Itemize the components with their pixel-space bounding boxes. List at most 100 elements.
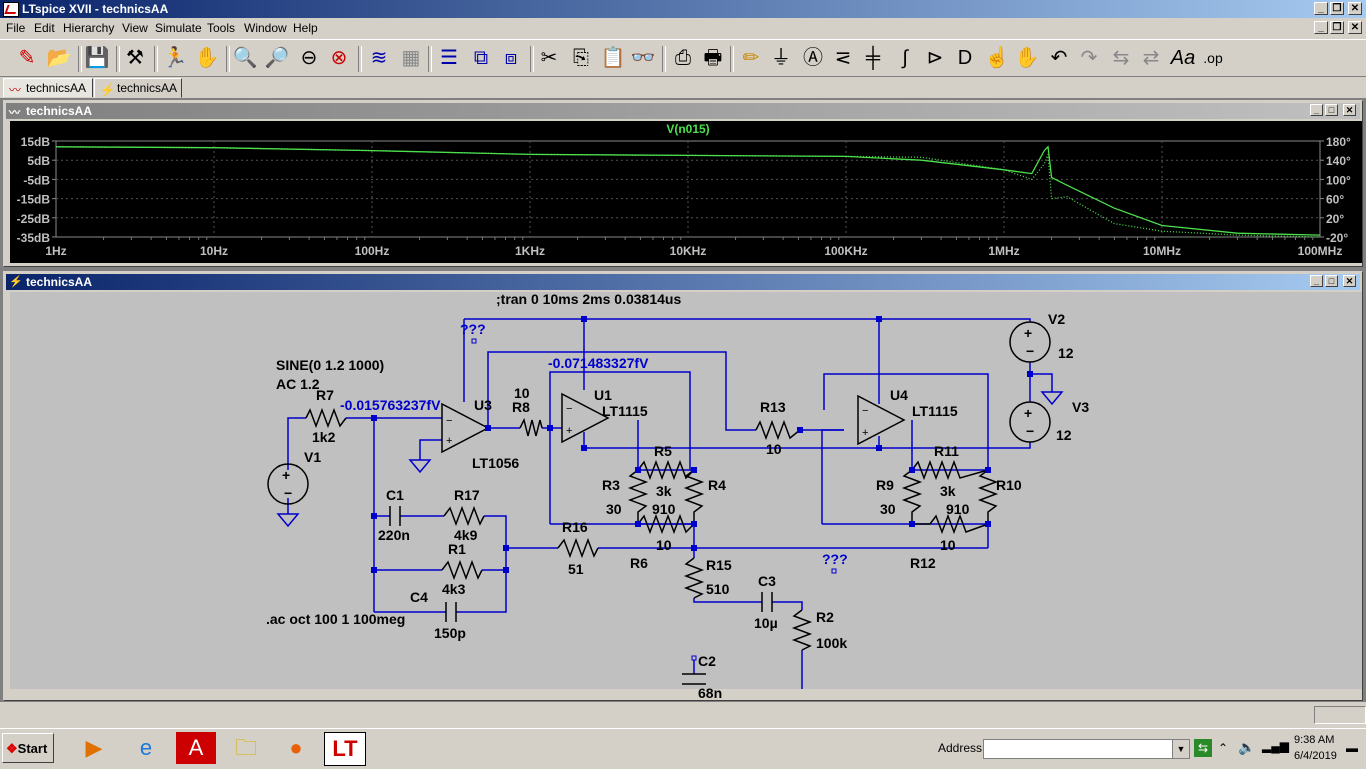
resistor-r16[interactable] — [557, 537, 599, 559]
media-player-icon[interactable]: ▶ — [85, 735, 103, 760]
v2-value[interactable]: 12 — [1058, 345, 1074, 361]
plot-minimize-button[interactable]: _ — [1310, 104, 1323, 116]
u4-value[interactable]: LT1115 — [912, 403, 958, 419]
u1-label[interactable]: U1 — [594, 387, 612, 403]
resistor-r2[interactable] — [791, 609, 813, 651]
opamp-u4[interactable] — [857, 394, 906, 446]
menu-window[interactable]: Window — [244, 21, 287, 35]
wire[interactable] — [419, 439, 442, 460]
resistor-r6[interactable] — [637, 513, 695, 535]
menu-help[interactable]: Help — [293, 21, 318, 35]
inductor-icon[interactable]: ∫ — [902, 47, 908, 69]
schematic-window-titlebar[interactable]: ⚡ technicsAA _ □ ✕ — [6, 274, 1360, 290]
r4-label[interactable]: R4 — [708, 477, 726, 493]
wire[interactable] — [772, 601, 803, 610]
u3-value[interactable]: LT1056 — [472, 455, 519, 471]
plot-maximize-button[interactable]: □ — [1325, 104, 1338, 116]
schematic-window[interactable]: ⚡ technicsAA _ □ ✕ — [3, 271, 1363, 701]
c2-value[interactable]: 68n — [698, 685, 722, 701]
r2-label[interactable]: R2 — [816, 609, 834, 625]
mdi-close-button[interactable]: ✕ — [1348, 21, 1362, 34]
schematic-canvas[interactable]: −+ −+ −+ +− +− +− — [10, 291, 1362, 701]
wire[interactable] — [1030, 373, 1053, 392]
voltage-source-v1[interactable] — [267, 463, 309, 505]
schematic-minimize-button[interactable]: _ — [1310, 275, 1323, 287]
zoom-fit-icon[interactable]: ⊗ — [330, 47, 348, 69]
run-simulation-icon[interactable]: 🏃 — [162, 47, 188, 69]
schematic-drawing[interactable]: −+ −+ −+ +− +− +− — [10, 291, 1362, 701]
tab-waveform[interactable]: 〰 technicsAA — [3, 78, 93, 97]
r3-label[interactable]: R3 — [602, 477, 620, 493]
tab-schematic[interactable]: ⚡ technicsAA — [94, 78, 182, 98]
r12-label[interactable]: R12 — [910, 555, 936, 571]
c1-value[interactable]: 220n — [378, 527, 410, 543]
r1-value[interactable]: 4k3 — [442, 581, 466, 597]
address-dropdown-icon[interactable]: ▼ — [1172, 739, 1190, 759]
go-arrow-icon[interactable]: ⇆ — [1194, 739, 1212, 757]
drag-hand-icon[interactable]: ✋ — [1014, 47, 1040, 69]
plot-close-button[interactable]: ✕ — [1343, 104, 1356, 116]
redo-icon[interactable]: ↷ — [1080, 47, 1098, 69]
address-input[interactable] — [983, 739, 1175, 759]
halt-hand-icon[interactable]: ✋ — [194, 47, 220, 69]
tile-vertical-icon[interactable]: ⧈ — [504, 47, 518, 69]
tran-directive[interactable]: ;tran 0 10ms 2ms 0.03814us — [496, 291, 681, 307]
resistor-icon[interactable]: ⋜ — [834, 47, 852, 69]
network-icon[interactable]: ▂▄▆ — [1262, 739, 1289, 753]
wire[interactable] — [487, 351, 756, 431]
mirror-icon[interactable]: ⇄ — [1142, 47, 1160, 69]
r7-label[interactable]: R7 — [316, 387, 334, 403]
resistor-r8[interactable] — [519, 417, 543, 437]
r9-label[interactable]: R9 — [876, 477, 894, 493]
resistor-r3[interactable] — [627, 469, 649, 524]
waveform-window-titlebar[interactable]: 〰 technicsAA _ □ ✕ — [6, 103, 1360, 119]
print-preview-icon[interactable]: ⎙ — [675, 47, 691, 69]
c3-value[interactable]: 10µ — [754, 615, 778, 631]
v1-label[interactable]: V1 — [304, 449, 321, 465]
r1-label[interactable]: R1 — [448, 541, 466, 557]
v3-label[interactable]: V3 — [1072, 399, 1089, 415]
text-icon[interactable]: Aa — [1170, 47, 1196, 69]
r16-value[interactable]: 51 — [568, 561, 584, 577]
restore-button[interactable]: ❐ — [1330, 2, 1344, 15]
new-schematic-icon[interactable]: ✎ — [18, 47, 36, 69]
ground-symbol[interactable] — [408, 459, 432, 474]
action-center-icon[interactable]: ▬ — [1346, 741, 1358, 755]
mdi-minimize-button[interactable]: _ — [1314, 21, 1328, 34]
control-panel-hammer-icon[interactable]: ⚒ — [126, 47, 144, 69]
voltage-source-v2[interactable] — [1009, 321, 1051, 363]
wire[interactable] — [456, 570, 507, 613]
r3-value[interactable]: 30 — [606, 501, 622, 517]
label-net-icon[interactable]: Ⓐ — [803, 47, 823, 69]
r13-value[interactable]: 10 — [766, 441, 782, 457]
move-hand-icon[interactable]: ☝ — [984, 47, 1010, 69]
clock-date[interactable]: 6/4/2019 — [1294, 750, 1337, 762]
schematic-close-button[interactable]: ✕ — [1343, 275, 1356, 287]
capacitor-icon[interactable]: ╪ — [865, 47, 881, 69]
resistor-r4[interactable] — [683, 469, 705, 524]
menu-file[interactable]: File — [6, 21, 26, 35]
r8-label[interactable]: R8 — [512, 399, 530, 415]
ac-directive[interactable]: .ac oct 100 1 100meg — [266, 611, 405, 627]
r8-value[interactable]: 10 — [514, 385, 530, 401]
unknown-net-label[interactable]: ??? — [822, 551, 848, 567]
find-binoculars-icon[interactable]: 👓 — [630, 47, 656, 69]
r6-value[interactable]: 10 — [656, 537, 672, 553]
grid-icon[interactable]: ▦ — [401, 47, 421, 69]
wire-pencil-icon[interactable]: ✏ — [742, 47, 760, 69]
start-button[interactable]: ❖Start — [2, 733, 54, 763]
resistor-r13[interactable] — [755, 419, 801, 441]
wire[interactable] — [693, 598, 762, 603]
r15-label[interactable]: R15 — [706, 557, 732, 573]
r17-value[interactable]: 4k9 — [454, 527, 478, 543]
r16-label[interactable]: R16 — [562, 519, 588, 535]
firefox-icon[interactable]: ● — [289, 735, 303, 760]
paste-icon[interactable]: 📋 — [600, 47, 626, 69]
ltspice-app-icon[interactable] — [3, 2, 19, 17]
r12-value[interactable]: 10 — [940, 537, 956, 553]
diode-icon[interactable]: ⊳ — [926, 47, 944, 69]
node-voltage-label[interactable]: -0.015763237fV — [340, 397, 441, 413]
resistor-r15[interactable] — [683, 557, 705, 599]
